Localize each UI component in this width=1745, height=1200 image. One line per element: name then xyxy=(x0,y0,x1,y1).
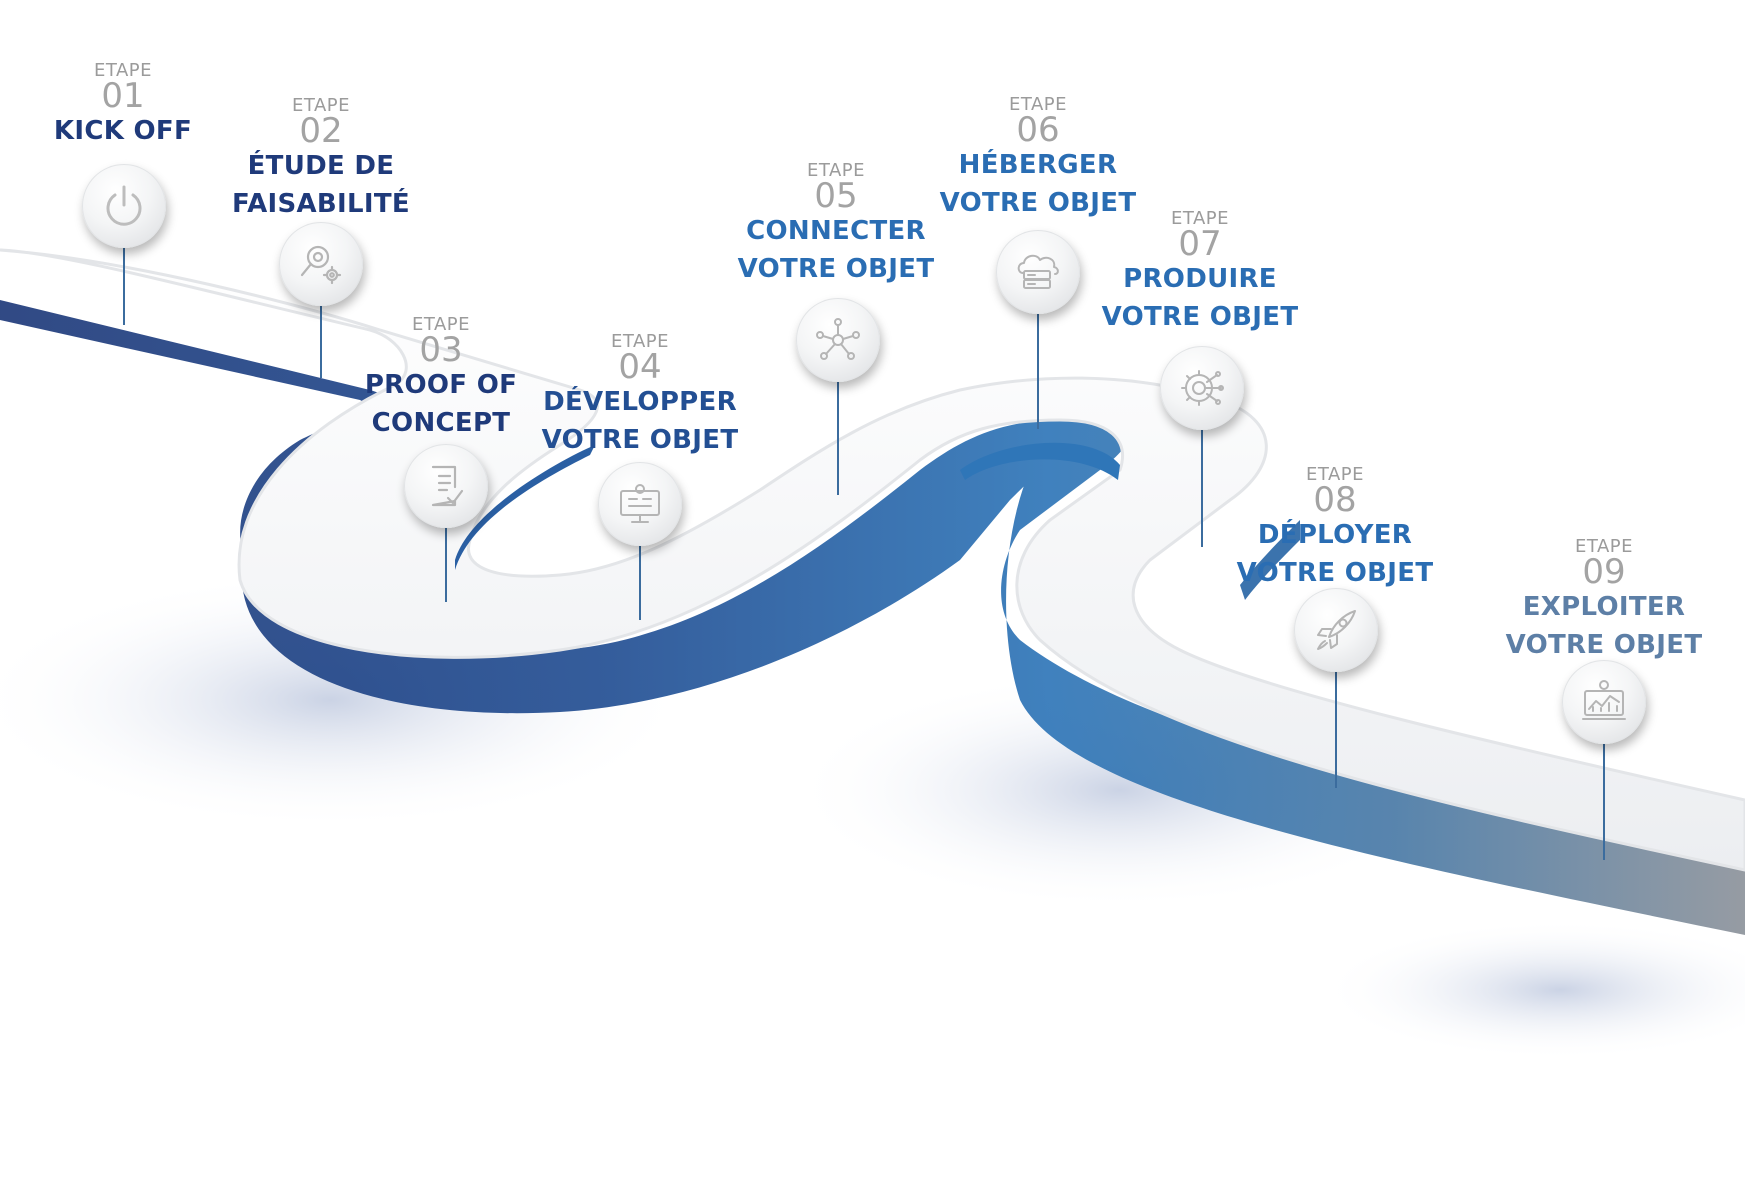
step-07-pin[interactable] xyxy=(1160,346,1244,430)
road-shadow xyxy=(1320,920,1745,1060)
step-etape-label: ETAPE xyxy=(1008,94,1067,115)
step-06-pin[interactable] xyxy=(996,230,1080,314)
monitor-circuit-icon xyxy=(620,484,660,523)
step-05-stem xyxy=(837,375,839,495)
step-number: 05 xyxy=(814,176,858,216)
step-title-line2: VOTRE OBJET xyxy=(1505,630,1703,660)
step-number: 02 xyxy=(299,111,343,151)
step-07-stem xyxy=(1201,424,1203,547)
cloud-server-icon xyxy=(1017,254,1059,289)
step-title: HÉBERGER xyxy=(958,150,1118,180)
step-title-line2: VOTRE OBJET xyxy=(541,425,739,455)
step-number: 01 xyxy=(101,76,145,116)
step-title-line2: CONCEPT xyxy=(371,408,511,438)
step-etape-label: ETAPE xyxy=(411,314,470,335)
road-inner-edge xyxy=(960,442,1120,480)
step-05-pin[interactable] xyxy=(796,298,880,382)
road-top-surface xyxy=(0,248,1745,872)
step-04: ETAPE 04 DÉVELOPPER VOTRE OBJET xyxy=(510,333,770,459)
network-nodes-icon xyxy=(816,318,860,360)
step-etape-label: ETAPE xyxy=(806,160,865,181)
step-02-stem xyxy=(320,296,322,378)
step-03-pin[interactable] xyxy=(404,444,488,528)
step-01-pin[interactable] xyxy=(82,164,166,248)
step-title: ÉTUDE DE xyxy=(247,151,395,181)
document-check-icon xyxy=(431,465,464,507)
step-09: ETAPE 09 EXPLOITER VOTRE OBJET xyxy=(1474,538,1734,664)
step-title: EXPLOITER xyxy=(1522,592,1686,622)
step-title-line2: VOTRE OBJET xyxy=(1101,302,1299,332)
step-title: KICK OFF xyxy=(53,116,193,146)
step-number: 04 xyxy=(618,347,662,387)
step-07: ETAPE 07 PRODUIRE VOTRE OBJET xyxy=(1070,210,1330,336)
rocket-icon xyxy=(1317,610,1356,650)
step-title: CONNECTER xyxy=(746,216,926,246)
step-02: ETAPE 02 ÉTUDE DE FAISABILITÉ xyxy=(191,97,451,223)
step-title-line2: FAISABILITÉ xyxy=(232,189,410,219)
step-title: PRODUIRE xyxy=(1123,264,1277,294)
road-side-wall xyxy=(0,300,1745,935)
step-05: ETAPE 05 CONNECTER VOTRE OBJET xyxy=(706,162,966,288)
step-08: ETAPE 08 DÉPLOYER VOTRE OBJET xyxy=(1205,466,1465,592)
step-08-stem xyxy=(1335,670,1337,788)
search-gears-icon xyxy=(300,245,342,285)
step-08-pin[interactable] xyxy=(1294,588,1378,672)
step-01-stem xyxy=(123,240,125,325)
step-number: 03 xyxy=(419,330,463,370)
step-title: DÉVELOPPER xyxy=(543,387,737,417)
step-number: 06 xyxy=(1016,110,1060,150)
step-etape-label: ETAPE xyxy=(1305,464,1364,485)
step-title: PROOF OF xyxy=(364,370,518,400)
step-etape-label: ETAPE xyxy=(610,331,669,352)
step-title: DÉPLOYER xyxy=(1257,520,1413,550)
step-02-pin[interactable] xyxy=(279,222,363,306)
road-inner-edge xyxy=(1240,520,1300,600)
monitor-chart-icon xyxy=(1582,680,1626,720)
step-etape-label: ETAPE xyxy=(1574,536,1633,557)
step-06-stem xyxy=(1037,306,1039,429)
step-title-line2: VOTRE OBJET xyxy=(1236,558,1434,588)
step-etape-label: ETAPE xyxy=(1170,208,1229,229)
step-09-stem xyxy=(1603,742,1605,860)
power-icon xyxy=(106,185,142,226)
step-etape-label: ETAPE xyxy=(93,60,152,81)
step-title-line2: VOTRE OBJET xyxy=(939,188,1137,218)
step-number: 09 xyxy=(1582,552,1626,592)
step-03: ETAPE 03 PROOF OF CONCEPT xyxy=(311,316,571,442)
step-03-stem xyxy=(445,520,447,602)
road-inner-edge xyxy=(455,445,595,570)
step-number: 08 xyxy=(1313,480,1357,520)
step-04-pin[interactable] xyxy=(598,462,682,546)
step-number: 07 xyxy=(1178,224,1222,264)
step-01: ETAPE 01 KICK OFF xyxy=(0,62,253,150)
step-title-line2: VOTRE OBJET xyxy=(737,254,935,284)
step-06: ETAPE 06 HÉBERGER VOTRE OBJET xyxy=(908,96,1168,222)
gear-circuit-icon xyxy=(1181,370,1224,406)
step-04-stem xyxy=(639,540,641,620)
step-etape-label: ETAPE xyxy=(291,95,350,116)
step-09-pin[interactable] xyxy=(1562,660,1646,744)
